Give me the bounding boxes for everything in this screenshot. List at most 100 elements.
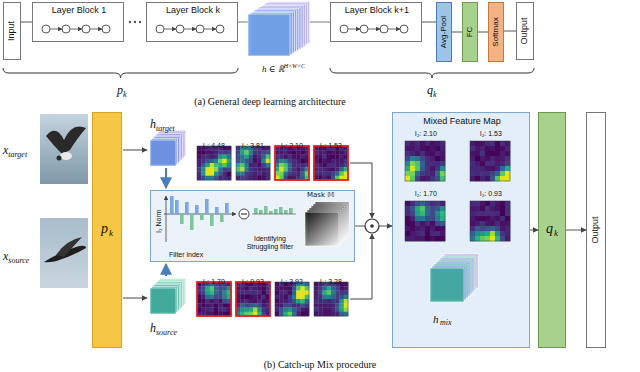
node-text: p xyxy=(101,221,108,236)
label-text: h xyxy=(150,322,156,335)
label-text: (a) General deep learning architecture xyxy=(194,96,346,107)
feature-map xyxy=(236,146,270,180)
struggle-bar xyxy=(254,208,258,214)
norm-value: l₂: 3.93 xyxy=(272,270,312,288)
struggle-bar xyxy=(279,207,283,214)
feature-map xyxy=(405,201,445,241)
norm-bar xyxy=(170,196,174,214)
norm-value: l₂: 2.10 xyxy=(272,134,312,152)
qk-block: qk xyxy=(538,112,566,348)
feature-map xyxy=(314,282,348,316)
feature-map xyxy=(275,282,309,316)
label-text: q xyxy=(427,84,433,97)
struggle-bar xyxy=(259,210,263,214)
box-fill xyxy=(150,190,355,262)
arrow xyxy=(350,234,372,299)
chain-arrow xyxy=(388,29,400,30)
chain-arrow xyxy=(184,29,196,30)
chain-arrow xyxy=(368,29,380,30)
norm-bar xyxy=(195,205,199,214)
norm-value: l₂: 4.48 xyxy=(194,134,234,152)
norm-value: l₂: 0.93 xyxy=(233,270,273,288)
connector xyxy=(21,22,32,23)
node-text: k xyxy=(109,229,113,239)
output-box: Output xyxy=(586,112,606,348)
brace-label: pk xyxy=(117,80,127,98)
mixed-feature-stack xyxy=(430,254,478,302)
input-name: xtarget xyxy=(3,140,27,158)
norm-bar xyxy=(225,203,229,214)
layer-unit xyxy=(42,25,50,33)
label-text: p xyxy=(117,84,123,97)
brace-label: qk xyxy=(427,80,437,98)
label-text: x xyxy=(3,250,8,263)
layer-unit xyxy=(340,25,348,33)
norm-bar xyxy=(215,207,219,214)
brace xyxy=(330,68,534,78)
chain-arrow xyxy=(204,29,216,30)
box-fill xyxy=(392,112,530,348)
label-text: h ∈ ℝ xyxy=(262,65,284,75)
label-text: l₂: 4.48 xyxy=(203,142,225,150)
chain-arrow xyxy=(348,29,360,30)
layer-block: Layer Block k+1 xyxy=(330,2,422,42)
mixed-feature-box: Mixed Feature Mapl₂: 2.10l₂: 1.53l₂: 1.7… xyxy=(392,112,530,348)
connector xyxy=(452,32,462,33)
layer-unit xyxy=(400,25,408,33)
feature-map xyxy=(470,201,510,241)
node-text: Layer Block k xyxy=(147,6,239,16)
connector xyxy=(504,31,516,32)
minus-symbol xyxy=(239,209,249,219)
softmax-layer: Softmax xyxy=(488,2,504,62)
feature-map xyxy=(197,146,231,180)
feature-map xyxy=(470,141,510,181)
node-text: Mask 𝕄 xyxy=(307,192,334,200)
node-text: l₂: 0.93 xyxy=(471,190,511,198)
norm-bar xyxy=(180,214,184,224)
feature-shape: h ∈ ℝH×W×C xyxy=(262,58,305,76)
norm-bar xyxy=(220,214,224,222)
axis xyxy=(252,214,296,215)
input-box: Input xyxy=(3,2,21,60)
bird xyxy=(60,152,72,160)
label-text: l₂: 0.93 xyxy=(242,278,264,286)
norm-bar xyxy=(210,214,214,226)
label-text: h xyxy=(150,118,156,131)
struggling-filter-box: l₂ NormFilter indexIdentifying Strugglin… xyxy=(150,190,355,262)
brace xyxy=(3,68,238,78)
struggle-bar xyxy=(289,208,293,214)
bird xyxy=(56,237,82,257)
norm-bar xyxy=(175,200,179,214)
bird xyxy=(46,127,86,155)
label-text: (b) Catch-up Mix procedure xyxy=(264,359,376,370)
norm-bar xyxy=(200,214,204,220)
label-text: l₂: 3.93 xyxy=(281,278,303,286)
layer-unit xyxy=(156,25,164,33)
node-text: Softmax xyxy=(492,17,501,46)
layer-unit xyxy=(176,25,184,33)
subscript: target xyxy=(8,151,27,160)
label-text: l₂: 3.28 xyxy=(320,278,342,286)
avgpool-layer: Avg-Pool xyxy=(436,2,452,62)
label-text: l₂: 2.10 xyxy=(281,142,303,150)
arrow xyxy=(123,298,147,299)
node-text: mix xyxy=(440,319,452,328)
target-image xyxy=(40,114,88,184)
source-image xyxy=(40,218,88,288)
feature-map xyxy=(314,146,348,180)
ellipsis-dot xyxy=(139,21,141,23)
node-text: h xyxy=(433,313,439,325)
norm-bar xyxy=(185,202,189,214)
wire xyxy=(238,22,248,23)
pk-block: pk xyxy=(92,112,122,348)
chain-arrow xyxy=(164,29,176,30)
node-text: Layer Block k+1 xyxy=(331,6,423,16)
subscript: source xyxy=(8,257,29,266)
subscript: k xyxy=(123,91,127,100)
struggle-bar xyxy=(264,206,268,214)
node-text: Output xyxy=(520,17,530,44)
struggle-bar xyxy=(284,210,288,214)
bird xyxy=(57,156,62,161)
struggle-bar xyxy=(269,211,273,214)
